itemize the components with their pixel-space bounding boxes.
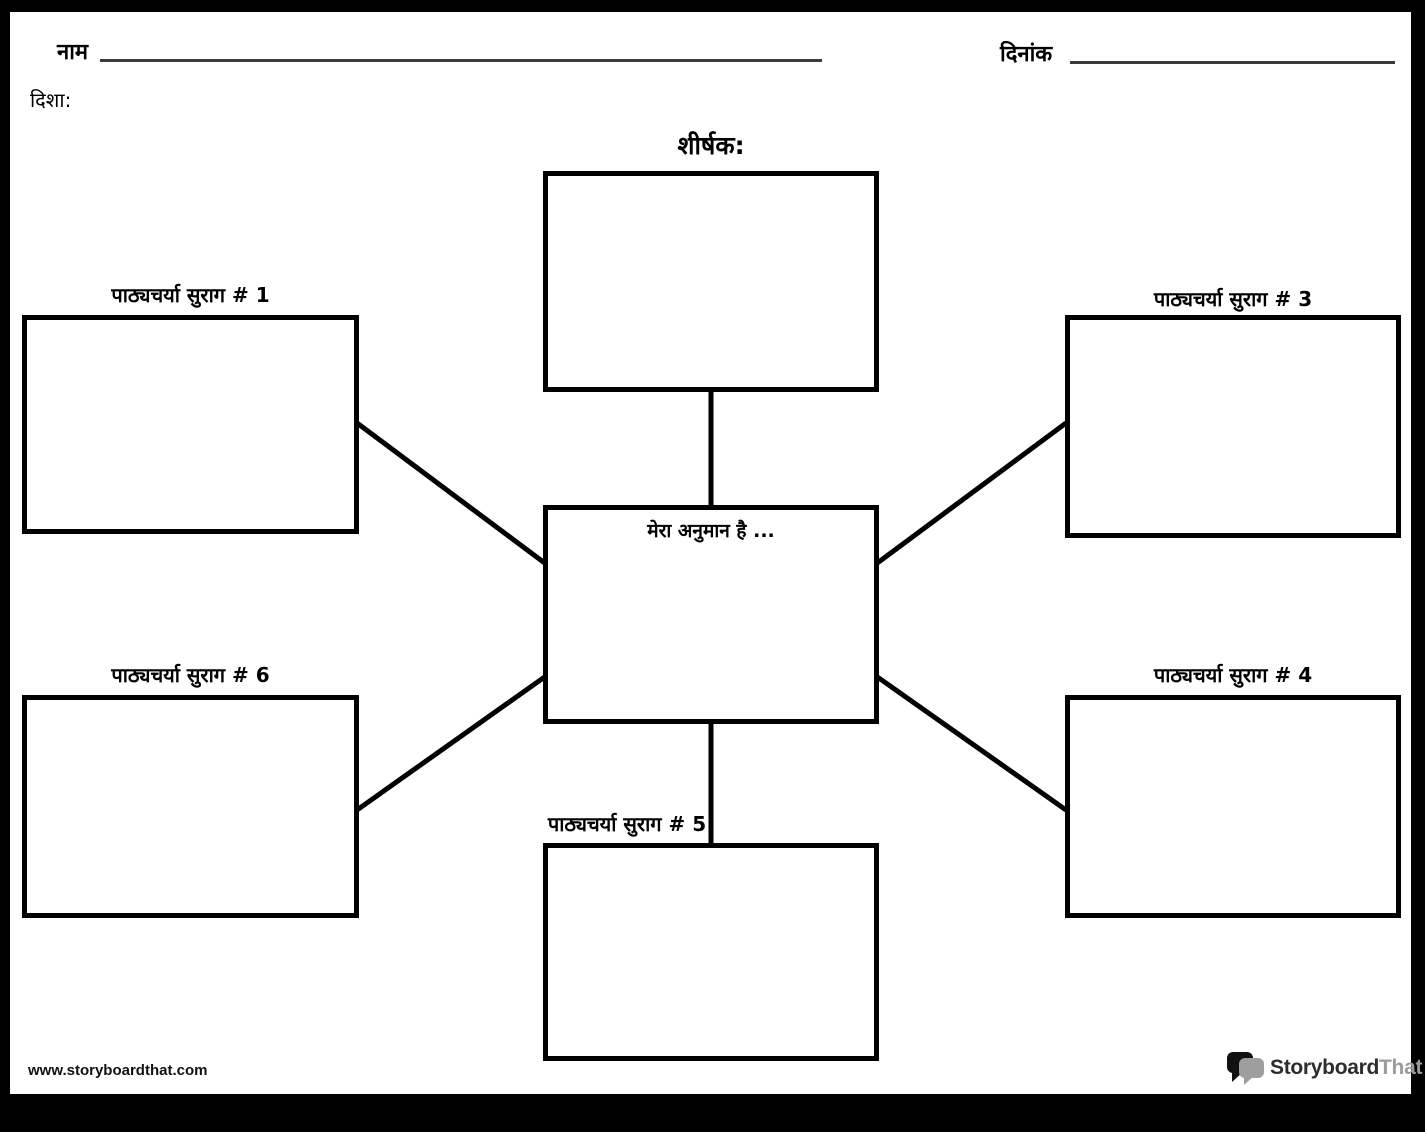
name-fill-line <box>100 38 822 62</box>
clue-label-3: पाठ्यचर्या सुराग # 3 <box>1153 287 1313 311</box>
sheet-title: शीर्षक: <box>677 131 745 160</box>
website-url: www.storyboardthat.com <box>28 1062 208 1079</box>
date-fill-line <box>1070 40 1395 64</box>
title-answer-box <box>543 171 879 392</box>
clue-box-4 <box>1065 695 1401 918</box>
clue-label-6: पाठ्यचर्या सुराग # 6 <box>111 663 270 687</box>
clue-label-4: पाठ्यचर्या सुराग # 4 <box>1153 663 1313 687</box>
name-label: नाम <box>57 40 89 65</box>
prediction-center-box: मेरा अनुमान है ... <box>543 505 879 724</box>
clue-label-5: पाठ्यचर्या सुराग # 5 <box>547 812 707 836</box>
storyboardthat-logo: StoryboardThat <box>1226 1048 1422 1088</box>
logo-text-storyboard: Storyboard <box>1270 1056 1380 1079</box>
prediction-center-text: मेरा अनुमान है ... <box>647 520 775 542</box>
clue-box-6 <box>22 695 359 918</box>
logo-wordmark: StoryboardThat <box>1270 1056 1422 1080</box>
logo-text-that: That <box>1379 1056 1423 1079</box>
clue-box-5 <box>543 843 879 1061</box>
directions-label: दिशा: <box>30 88 72 112</box>
clue-label-1: पाठ्यचर्या सुराग # 1 <box>111 283 270 307</box>
clue-box-3 <box>1065 315 1401 538</box>
clue-box-1 <box>22 315 359 534</box>
speech-bubbles-icon <box>1227 1052 1264 1085</box>
date-label: दिनांक <box>1000 42 1053 67</box>
